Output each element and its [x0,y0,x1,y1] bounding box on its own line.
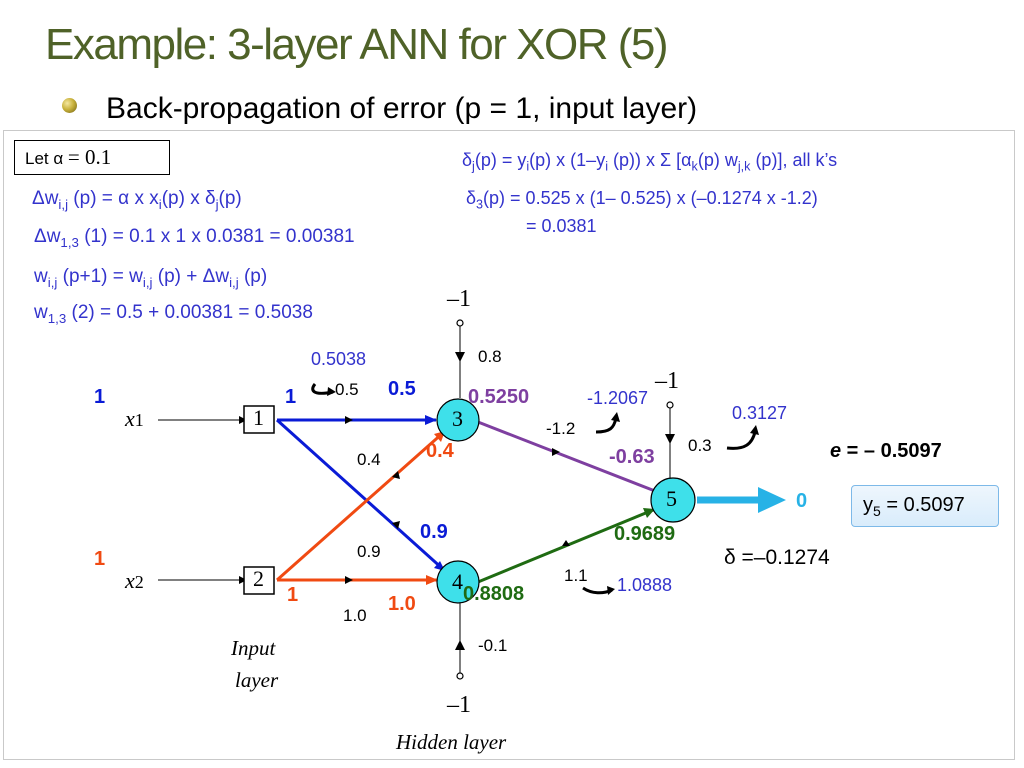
edge-1-4 [275,418,446,572]
theta-5: 0.3 [688,436,712,455]
weight-w23: 0.4 [357,450,381,469]
weight-w24: 1.0 [343,606,367,625]
hidden-3-output: 0.5250 [468,386,530,408]
page-title: Example: 3-layer ANN for XOR (5) [45,20,668,69]
x1-value: 1 [94,386,106,408]
error-value: e = – 0.5097 [830,440,942,462]
input-node-1 [243,405,275,434]
node-1-output: 1 [285,386,297,408]
input-layer-label-line2: layer [235,668,279,692]
output-node-5 [650,477,696,523]
signal-w35: -0.63 [609,446,655,468]
weight-w13: 0.5 [335,380,359,399]
hidden-layer-label: Hidden layer [396,730,507,754]
weight-w45: 1.1 [564,566,588,585]
hidden-node-3-label: 3 [452,406,463,431]
hidden-4-output: 0.8808 [463,583,525,605]
output-result: 0 [796,490,808,512]
theta-4: -0.1 [478,636,508,655]
bias-3-label: –1 [447,286,471,312]
edge-4-5-arrowhead [643,508,655,518]
input-layer-label-line1: Input [231,636,276,660]
delta-w13-equation: Δw1,3 (1) = 0.1 x 1 x 0.0381 = 0.00381 [34,226,355,250]
learning-rate-prefix: Let α [25,149,68,168]
bias-4-label: –1 [447,692,471,718]
theta-3: 0.8 [478,347,502,366]
new-weight-w35: -1.2067 [587,388,649,408]
x2-value: 1 [94,548,106,570]
signal-w23: 0.4 [426,440,454,462]
signal-w13: 0.5 [388,378,416,400]
x2-label: x2 [125,568,144,593]
bias-4-terminal [456,672,464,680]
bias-5-label: –1 [655,368,679,394]
y5-output-box: y5 = 0.5097 [851,485,999,527]
input-node-1-label: 1 [253,405,264,430]
bias-5-terminal [666,401,674,409]
delta-j-general-equation: δj(p) = yi(p) x (1–yi (p)) x Σ [αk(p) wj… [462,150,838,174]
weight-update-general-equation: wi,j (p+1) = wi,j (p) + Δwi,j (p) [34,266,268,290]
weight-w14: 0.9 [357,542,381,561]
new-weight-w13: 0.5038 [311,349,367,369]
input-node-2 [243,566,275,595]
hidden-node-4-label: 4 [452,569,463,594]
hidden-node-4 [436,560,480,604]
edge-3-5 [477,420,656,493]
signal-w45: 0.9689 [614,523,676,545]
edge-1-3-arrowhead [425,415,437,425]
new-weight-w45: 1.0888 [617,575,673,595]
learning-rate-value: = 0.1 [67,145,112,169]
bias-3-terminal [456,319,464,327]
content-panel [3,130,1015,760]
output-arrowhead [758,487,786,513]
learning-rate-box: Let α = 0.1 [14,140,170,175]
weight-w35: -1.2 [546,419,576,438]
edge-2-4-arrowhead [426,575,438,585]
bullet-icon [62,98,77,113]
signal-w14: 0.9 [420,521,448,543]
new-theta-5: 0.3127 [732,403,788,423]
delta-5-value: δ =–0.1274 [724,546,830,569]
signal-w24: 1.0 [388,593,416,615]
output-node-5-label: 5 [666,486,677,511]
w13-update-equation: w1,3 (2) = 0.5 + 0.00381 = 0.5038 [34,302,313,326]
subtitle: Back-propagation of error (p = 1, input … [106,92,698,125]
hidden-node-3 [436,398,480,442]
delta-w-general-equation: Δwi,j (p) = α x xi(p) x δj(p) [32,188,242,212]
delta-3-result: = 0.0381 [526,216,597,236]
node-2-output: 1 [287,584,299,606]
edge-2-3 [276,430,445,582]
x1-label: x1 [125,406,144,431]
input-node-2-label: 2 [253,566,264,591]
delta-3-equation: δ3(p) = 0.525 x (1– 0.525) x (–0.1274 x … [466,188,818,212]
update-arrow-theta5 [726,431,757,450]
